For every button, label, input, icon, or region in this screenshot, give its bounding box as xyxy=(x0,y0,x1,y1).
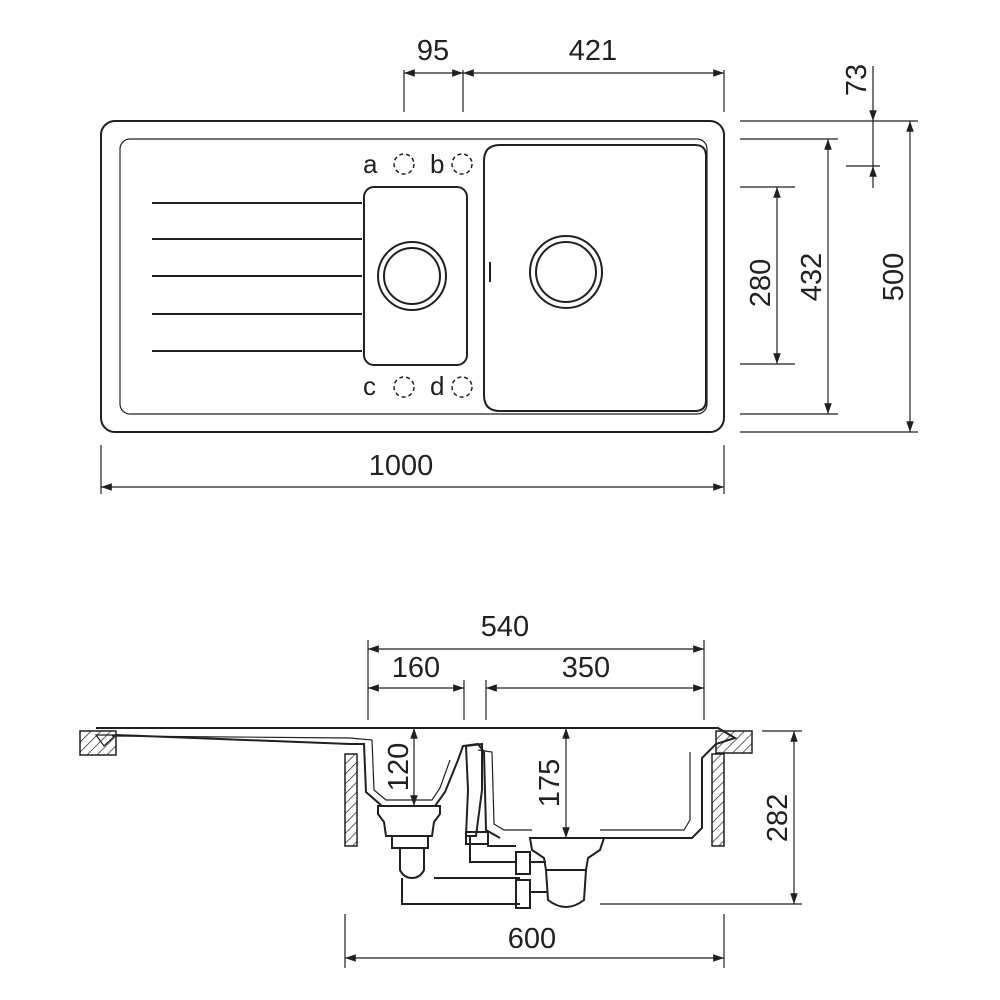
large-bowl-waste xyxy=(515,837,606,909)
dim-73: 73 xyxy=(841,64,873,96)
cabinet-wall-right xyxy=(711,753,725,847)
overflow-pipe xyxy=(464,742,516,863)
dim-500: 500 xyxy=(878,253,910,301)
tap-hole-b-circle xyxy=(451,153,473,175)
top-view: a b c d 95 421 1000 xyxy=(100,35,918,494)
dim-rim-offset: 73 xyxy=(841,64,877,188)
dim-280: 280 xyxy=(745,259,777,307)
dim-160: 160 xyxy=(392,652,440,684)
dim-421: 421 xyxy=(569,35,617,67)
tap-hole-d-circle xyxy=(451,376,473,398)
dim-bowl-length: 280 xyxy=(745,187,781,364)
dim-bowl-widths: 160 350 xyxy=(368,652,704,720)
tap-hole-a-circle xyxy=(393,153,415,175)
side-view: 540 160 350 120 175 282 xyxy=(79,611,802,968)
dim-cabinet-width: 600 xyxy=(344,914,725,968)
dim-inner-depth: 432 xyxy=(796,139,832,414)
dim-top-widths: 95 421 xyxy=(403,35,725,112)
dim-small-bowl-depth: 120 xyxy=(383,728,418,806)
dim-432: 432 xyxy=(796,253,828,301)
dim-large-bowl-depth: 175 xyxy=(534,728,570,838)
tap-hole-b-label: b xyxy=(430,149,444,179)
sink-outer-rim xyxy=(100,120,725,433)
tap-hole-b: b xyxy=(430,149,473,179)
dim-120: 120 xyxy=(383,743,415,791)
tap-hole-d-label: d xyxy=(430,371,444,401)
dim-282: 282 xyxy=(762,794,794,842)
tap-hole-a-label: a xyxy=(363,149,378,179)
countertop-left xyxy=(79,730,117,756)
dim-1000: 1000 xyxy=(369,450,434,482)
countertop-right xyxy=(715,730,753,754)
tap-hole-c-label: c xyxy=(363,371,376,401)
cabinet-wall-left xyxy=(344,753,358,847)
dim-bowls-span: 540 xyxy=(367,611,705,720)
tap-hole-c: c xyxy=(363,371,415,401)
small-bowl xyxy=(363,186,468,366)
tap-hole-c-circle xyxy=(393,376,415,398)
tap-hole-a: a xyxy=(363,149,415,179)
dim-540: 540 xyxy=(481,611,529,643)
dim-350: 350 xyxy=(562,652,610,684)
small-bowl-drain xyxy=(377,241,447,311)
dim-overall-width: 1000 xyxy=(100,445,725,494)
dim-overall-height: 282 xyxy=(600,730,802,905)
small-bowl-waste xyxy=(377,805,520,905)
dim-overall-depth: 500 xyxy=(878,121,914,432)
main-bowl xyxy=(483,144,707,412)
drainer-grooves xyxy=(152,202,362,352)
dim-175: 175 xyxy=(534,759,566,807)
main-bowl-drain xyxy=(529,235,603,309)
sink-profile-inner xyxy=(94,734,691,831)
dim-right-extensions xyxy=(740,120,918,433)
dim-600: 600 xyxy=(508,923,556,955)
tap-hole-d: d xyxy=(430,371,473,401)
dim-95: 95 xyxy=(417,35,449,67)
sink-profile-outer xyxy=(96,727,738,839)
